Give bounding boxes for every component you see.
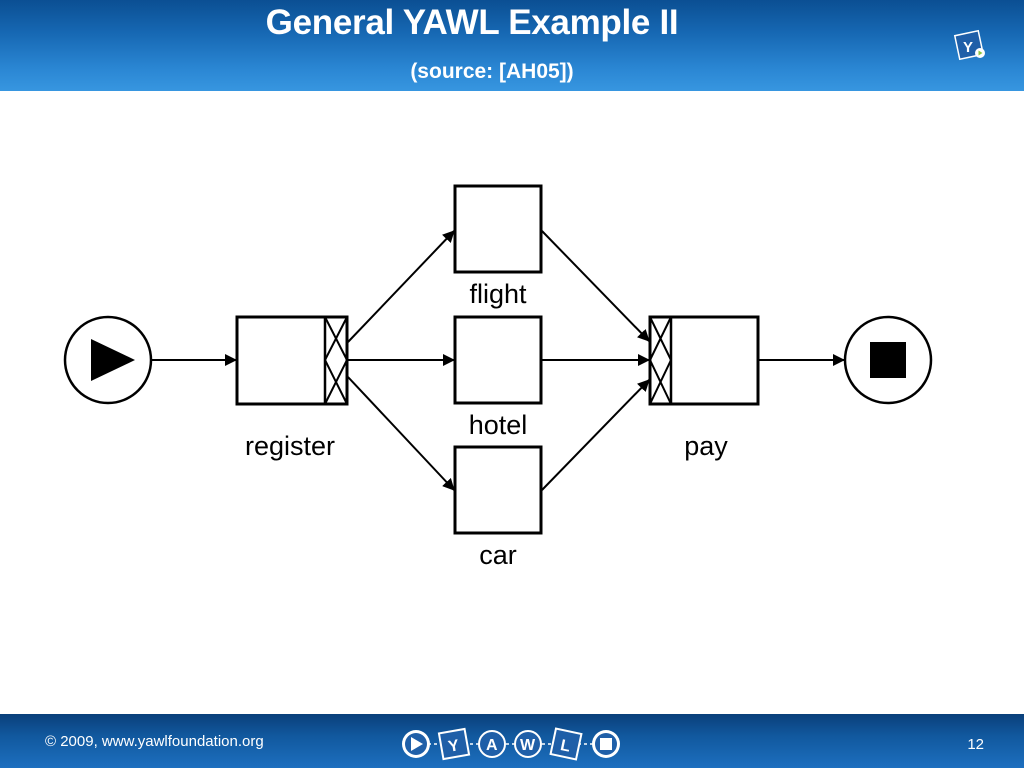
- page-number: 12: [967, 736, 984, 753]
- task-flight: [453, 184, 543, 274]
- yawl-logo-icon: Y: [953, 29, 985, 61]
- slide-title: General YAWL Example II: [265, 3, 679, 42]
- footer-letter-w: W: [514, 730, 542, 758]
- flow-flight-pay: [541, 230, 650, 342]
- task-register: [235, 315, 349, 406]
- play-icon: [91, 339, 135, 381]
- flow-car-pay: [541, 379, 650, 491]
- task-car: [453, 445, 543, 535]
- label-register: register: [245, 431, 335, 461]
- slide-subtitle: (source: [AH05]): [410, 60, 574, 83]
- stop-icon: [870, 342, 906, 378]
- footer-stop-icon: [592, 730, 620, 758]
- task-pay: [648, 315, 760, 406]
- svg-text:W: W: [520, 737, 536, 754]
- svg-text:Y: Y: [447, 737, 461, 756]
- footer-letter-l: L: [549, 727, 583, 761]
- footer-letter-y: Y: [437, 727, 471, 761]
- label-flight: flight: [469, 279, 527, 309]
- footer-letter-a: A: [478, 730, 506, 758]
- yawl-process-diagram: register flight hotel car pay: [63, 184, 933, 570]
- label-pay: pay: [684, 431, 728, 461]
- slide-header: General YAWL Example II (source: [AH05])…: [0, 0, 1024, 91]
- split-decorator: [324, 316, 349, 405]
- logo-letter: Y: [963, 39, 973, 56]
- yawl-footer-logo: Y A W L: [402, 727, 620, 761]
- footer-play-icon: [402, 730, 430, 758]
- label-hotel: hotel: [469, 410, 528, 440]
- copyright-text: © 2009, www.yawlfoundation.org: [45, 733, 264, 750]
- flow-register-car: [347, 376, 455, 491]
- task-hotel: [453, 315, 543, 405]
- svg-text:L: L: [559, 737, 572, 756]
- start-condition: [63, 315, 153, 405]
- flow-arrows: [152, 230, 845, 491]
- flow-register-flight: [347, 230, 455, 343]
- label-car: car: [479, 540, 517, 570]
- join-decorator: [649, 316, 673, 405]
- slide-footer: © 2009, www.yawlfoundation.org Y A W L: [0, 714, 1024, 768]
- svg-text:A: A: [486, 737, 498, 754]
- end-condition: [843, 315, 933, 405]
